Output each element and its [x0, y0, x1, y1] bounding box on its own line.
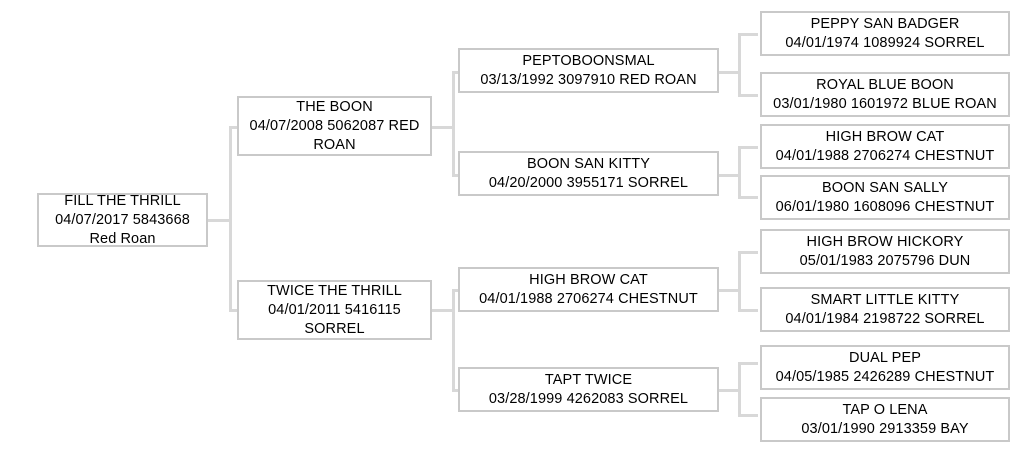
connector-to-high-brow-hickory	[738, 251, 758, 254]
connector-subject-spine	[229, 126, 232, 312]
connector-to-boon-san-sally	[738, 196, 758, 199]
node-name: THE BOON	[296, 98, 373, 115]
node-name: TAP O LENA	[842, 401, 928, 418]
node-meta: 03/01/1980 1601972 BLUE ROAN	[773, 95, 997, 112]
node-peppy-san-badger[interactable]: PEPPY SAN BADGER 04/01/1974 1089924 SORR…	[760, 11, 1010, 56]
node-name: ROYAL BLUE BOON	[816, 76, 954, 93]
node-high-brow-cat-grandparent[interactable]: HIGH BROW CAT 04/01/1988 2706274 CHESTNU…	[458, 267, 719, 312]
node-meta: 04/20/2000 3955171 SORREL	[488, 174, 689, 191]
node-peptoboonsmal[interactable]: PEPTOBOONSMAL 03/13/1992 3097910 RED ROA…	[458, 48, 719, 93]
connector-high-brow-cat-g2-spine	[738, 251, 741, 312]
node-high-brow-cat-great-grandparent[interactable]: HIGH BROW CAT 04/01/1988 2706274 CHESTNU…	[760, 124, 1010, 169]
node-name: DUAL PEP	[849, 349, 921, 366]
node-meta: 03/13/1992 3097910 RED ROAN	[480, 71, 697, 88]
connector-to-dual-pep	[738, 362, 758, 365]
node-name: SMART LITTLE KITTY	[810, 291, 960, 308]
node-name: PEPTOBOONSMAL	[522, 52, 655, 69]
node-boon-san-sally[interactable]: BOON SAN SALLY 06/01/1980 1608096 CHESTN…	[760, 175, 1010, 220]
node-name: BOON SAN KITTY	[526, 155, 651, 172]
node-dual-pep[interactable]: DUAL PEP 04/05/1985 2426289 CHESTNUT	[760, 345, 1010, 390]
connector-boon-san-kitty-spine	[738, 146, 741, 199]
node-royal-blue-boon[interactable]: ROYAL BLUE BOON 03/01/1980 1601972 BLUE …	[760, 72, 1010, 117]
node-meta: 04/01/1984 2198722 SORREL	[785, 310, 985, 327]
connector-tapt-twice-stub	[718, 389, 740, 392]
node-name: HIGH BROW CAT	[529, 271, 648, 288]
connector-to-smart-little-kitty	[738, 309, 758, 312]
node-name: HIGH BROW CAT	[825, 128, 945, 145]
node-meta: 04/07/2008 5062087 RED ROAN	[249, 117, 420, 153]
connector-the-boon-spine	[452, 71, 455, 177]
node-name: HIGH BROW HICKORY	[806, 233, 964, 250]
connector-high-brow-cat-g2-stub	[718, 289, 740, 292]
node-name: FILL THE THRILL	[64, 192, 181, 209]
connector-subject-stub	[208, 219, 232, 222]
node-twice-the-thrill[interactable]: TWICE THE THRILL 04/01/2011 5416115 SORR…	[237, 280, 432, 340]
node-name: BOON SAN SALLY	[821, 179, 949, 196]
node-meta: 04/01/1974 1089924 SORREL	[785, 34, 985, 51]
node-tapt-twice[interactable]: TAPT TWICE 03/28/1999 4262083 SORREL	[458, 367, 719, 412]
node-the-boon[interactable]: THE BOON 04/07/2008 5062087 RED ROAN	[237, 96, 432, 156]
node-smart-little-kitty[interactable]: SMART LITTLE KITTY 04/01/1984 2198722 SO…	[760, 287, 1010, 332]
node-meta: 06/01/1980 1608096 CHESTNUT	[775, 198, 995, 215]
connector-to-royal-blue-boon	[738, 94, 758, 97]
connector-to-peppy-san-badger	[738, 33, 758, 36]
node-meta: 05/01/1983 2075796 DUN	[799, 252, 971, 269]
node-high-brow-hickory[interactable]: HIGH BROW HICKORY 05/01/1983 2075796 DUN	[760, 229, 1010, 274]
connector-to-high-brow-cat-g3	[738, 146, 758, 149]
node-name: PEPPY SAN BADGER	[810, 15, 960, 32]
connector-twice-the-thrill-spine	[452, 289, 455, 391]
node-meta: 04/01/2011 5416115 SORREL	[268, 301, 401, 337]
node-meta: 03/28/1999 4262083 SORREL	[488, 390, 689, 407]
node-meta: 04/07/2017 5843668 Red Roan	[55, 211, 190, 247]
connector-peptoboonsmal-stub	[718, 71, 740, 74]
node-meta: 03/01/1990 2913359 BAY	[801, 420, 969, 437]
node-tap-o-lena[interactable]: TAP O LENA 03/01/1990 2913359 BAY	[760, 397, 1010, 442]
connector-twice-the-thrill-stub	[431, 309, 455, 312]
connector-tapt-twice-spine	[738, 362, 741, 417]
connector-boon-san-kitty-stub	[718, 174, 740, 177]
node-name: TAPT TWICE	[544, 371, 633, 388]
node-name: TWICE THE THRILL	[267, 282, 402, 299]
connector-peptoboonsmal-spine	[738, 33, 741, 96]
connector-to-tap-o-lena	[738, 414, 758, 417]
node-boon-san-kitty[interactable]: BOON SAN KITTY 04/20/2000 3955171 SORREL	[458, 151, 719, 196]
node-meta: 04/05/1985 2426289 CHESTNUT	[775, 368, 995, 385]
node-meta: 04/01/1988 2706274 CHESTNUT	[775, 147, 995, 164]
connector-the-boon-stub	[431, 126, 455, 129]
node-fill-the-thrill[interactable]: FILL THE THRILL 04/07/2017 5843668 Red R…	[37, 193, 208, 247]
node-meta: 04/01/1988 2706274 CHESTNUT	[479, 290, 698, 307]
